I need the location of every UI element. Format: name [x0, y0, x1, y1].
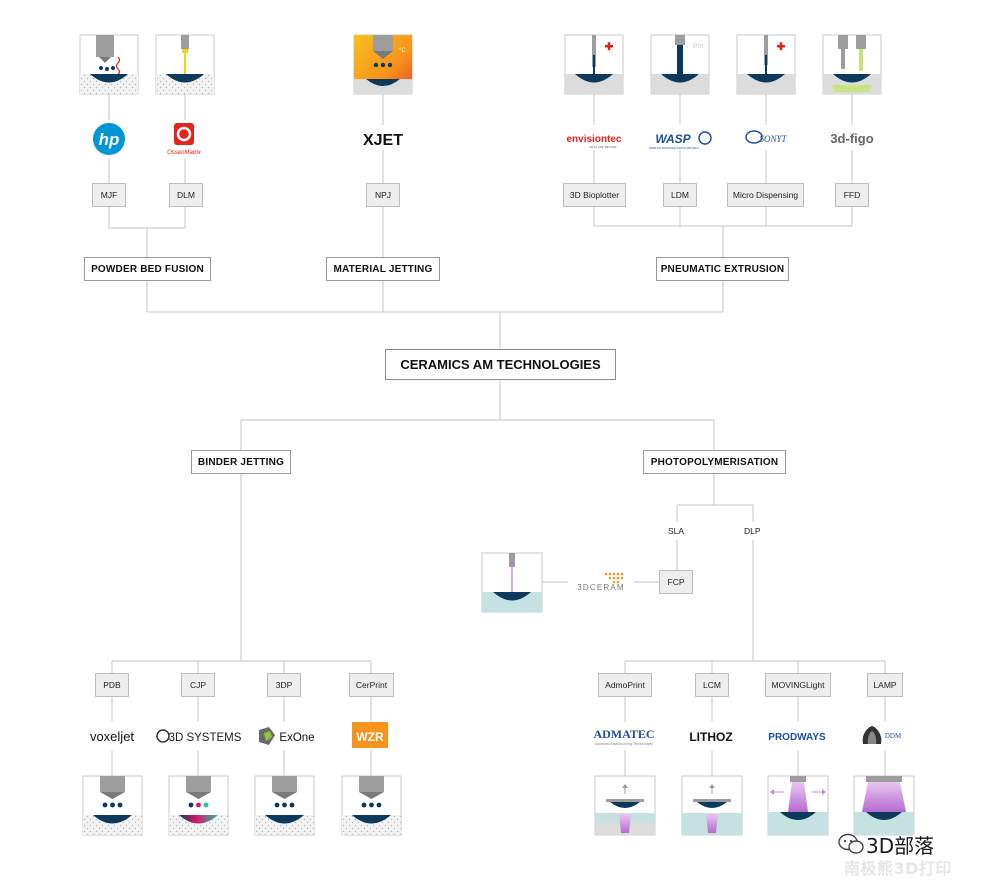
watermark-logo: 3D部落 南极熊3D打印 [838, 830, 978, 880]
prodways-logo: PRODWAYS [768, 732, 826, 743]
powder-bed-fusion-node[interactable]: POWDER BED FUSION [84, 257, 211, 281]
svg-text:WASP: WASP [655, 132, 691, 146]
sonyt-logo: SONYT [745, 130, 788, 144]
admatec-logo: ADMATEC Advanced Manufacturing Technolog… [593, 727, 654, 746]
bioplotter-illustration [564, 34, 624, 95]
pdb-illustration [82, 775, 143, 836]
svg-text:ADMATEC: ADMATEC [593, 727, 654, 741]
svg-text:WORLD'S ADVANCED SAVING PROJEC: WORLD'S ADVANCED SAVING PROJECT [649, 146, 699, 150]
3dfigo-logo: 3d-figo [830, 131, 873, 146]
mjf-illustration [79, 34, 139, 95]
process-lamp[interactable]: LAMP [867, 673, 903, 697]
process-mjf[interactable]: MJF [92, 183, 126, 207]
admoprint-illustration [594, 775, 656, 836]
process-3dp[interactable]: 3DP [267, 673, 301, 697]
svg-text:envisiontec: envisiontec [566, 134, 621, 145]
micro-dispensing-illustration [736, 34, 796, 95]
npj-illustration: °C [353, 34, 413, 95]
root-node[interactable]: CERAMICS AM TECHNOLOGIES [385, 349, 616, 380]
process-3d-bioplotter[interactable]: 3D Bioplotter [563, 183, 626, 207]
process-ldm[interactable]: LDM [663, 183, 697, 207]
ddm-logo: DDM [862, 726, 902, 744]
svg-text:OsseoMatrix: OsseoMatrix [167, 150, 202, 156]
movinglight-illustration [767, 775, 829, 836]
lamp-illustration [853, 775, 915, 836]
osseomatrix-logo: OsseoMatrix [167, 123, 202, 156]
hp-logo: hp [93, 123, 125, 155]
process-movinglight[interactable]: MOVINGLight [765, 673, 831, 697]
3dsystems-logo: 3D SYSTEMS [156, 729, 242, 744]
watermark-title: 3D部落 [866, 834, 935, 858]
process-cerprint[interactable]: CerPrint [349, 673, 394, 697]
svg-text:3DCERAM: 3DCERAM [577, 583, 625, 592]
threedp-illustration [254, 775, 315, 836]
process-dlm[interactable]: DLM [169, 183, 203, 207]
svg-text:3D SYSTEMS: 3D SYSTEMS [169, 732, 242, 744]
process-admoprint[interactable]: AdmoPrint [598, 673, 652, 697]
svg-text:DDM: DDM [885, 732, 902, 740]
watermark-subtitle: 南极熊3D打印 [844, 859, 952, 878]
process-pdb[interactable]: PDB [95, 673, 129, 697]
wechat-icon [838, 833, 864, 854]
process-fcp[interactable]: FCP [659, 570, 693, 594]
3dceram-logo: 3DCERAM [577, 572, 625, 592]
process-cjp[interactable]: CJP [181, 673, 215, 697]
cerprint-illustration [341, 775, 402, 836]
ffd-illustration [822, 34, 882, 95]
process-ffd[interactable]: FFD [835, 183, 869, 207]
envisiontec-logo: envisiontec 3D PLANE BETTER [566, 134, 621, 149]
process-lcm[interactable]: LCM [695, 673, 729, 697]
lithoz-logo: LITHOZ [689, 730, 732, 744]
ldm-illustration: PSI [650, 34, 710, 95]
connector-lines [108, 94, 886, 776]
svg-text:WZR: WZR [356, 730, 384, 744]
binder-jetting-node[interactable]: BINDER JETTING [191, 450, 291, 474]
svg-text:SONYT: SONYT [759, 134, 787, 144]
subtype-sla: SLA [668, 526, 685, 536]
svg-text:Advanced Manufacturing Technol: Advanced Manufacturing Technologies [595, 742, 653, 746]
wzr-logo: WZR [352, 722, 388, 748]
svg-text:hp: hp [99, 130, 120, 149]
fcp-illustration [481, 552, 543, 613]
dlm-illustration [155, 34, 215, 95]
process-micro-dispensing[interactable]: Micro Dispensing [727, 183, 804, 207]
material-jetting-node[interactable]: MATERIAL JETTING [326, 257, 440, 281]
psi-label: PSI [693, 43, 704, 50]
subtype-dlp: DLP [744, 526, 761, 536]
pneumatic-extrusion-node[interactable]: PNEUMATIC EXTRUSION [656, 257, 789, 281]
xjet-logo: XJET [363, 132, 403, 149]
celsius-label: °C [399, 48, 406, 54]
voxeljet-logo: voxeljet [90, 729, 134, 744]
svg-text:ExOne: ExOne [279, 732, 314, 744]
wasp-logo: WASP WORLD'S ADVANCED SAVING PROJECT [649, 131, 712, 150]
cjp-illustration [168, 775, 229, 836]
process-npj[interactable]: NPJ [366, 183, 400, 207]
photopolymerisation-node[interactable]: PHOTOPOLYMERISATION [643, 450, 786, 474]
lcm-illustration [681, 775, 743, 836]
svg-text:3D PLANE BETTER: 3D PLANE BETTER [589, 145, 617, 149]
exone-logo: ExOne [259, 727, 315, 745]
